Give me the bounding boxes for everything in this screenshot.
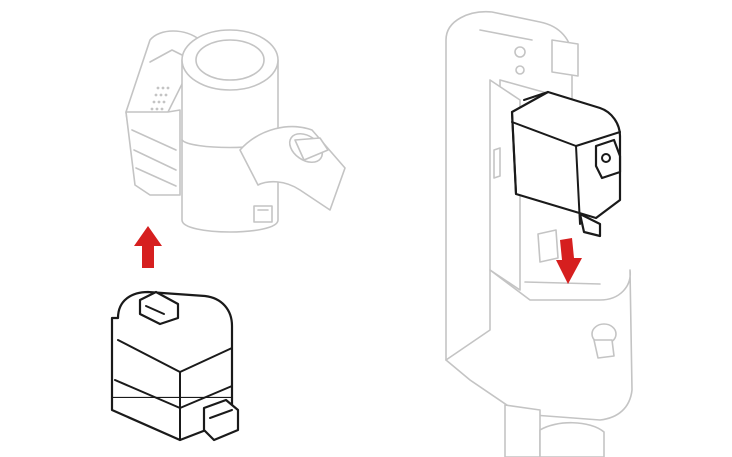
- battery-pack-docked: [510, 90, 622, 238]
- charging-dock-panel: [445, 10, 633, 457]
- vacuum-handle-body: [125, 29, 346, 233]
- dock-stand: [445, 10, 633, 457]
- insert-arrow-up: [134, 226, 162, 268]
- battery-pack: [110, 290, 240, 442]
- handheld-vacuum-panel: [110, 29, 346, 442]
- insert-arrow-down: [556, 238, 582, 284]
- vent-dots: [150, 86, 170, 111]
